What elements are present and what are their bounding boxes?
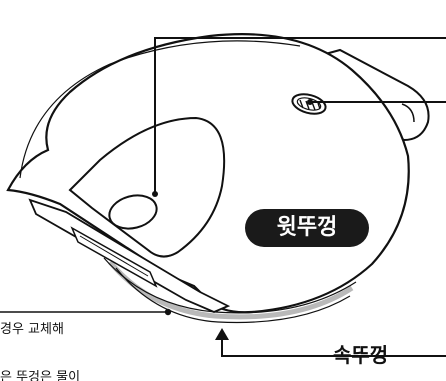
note-line-1: 경우 교체해 xyxy=(0,322,64,337)
release-button xyxy=(108,194,158,230)
gasket-ring xyxy=(108,260,354,320)
inner-lid-arrowhead xyxy=(215,328,229,340)
note-line-2: 은 뚜겅은 물이 xyxy=(0,370,81,381)
inner-lid-label: 속뚜껑 xyxy=(333,343,389,367)
front-panel xyxy=(68,116,226,258)
inner-lid-arrow-line xyxy=(221,338,446,357)
upper-lid-badge: 윗뚜껑 xyxy=(245,209,369,247)
front-latch xyxy=(28,198,231,313)
callout-line-button xyxy=(154,37,446,194)
